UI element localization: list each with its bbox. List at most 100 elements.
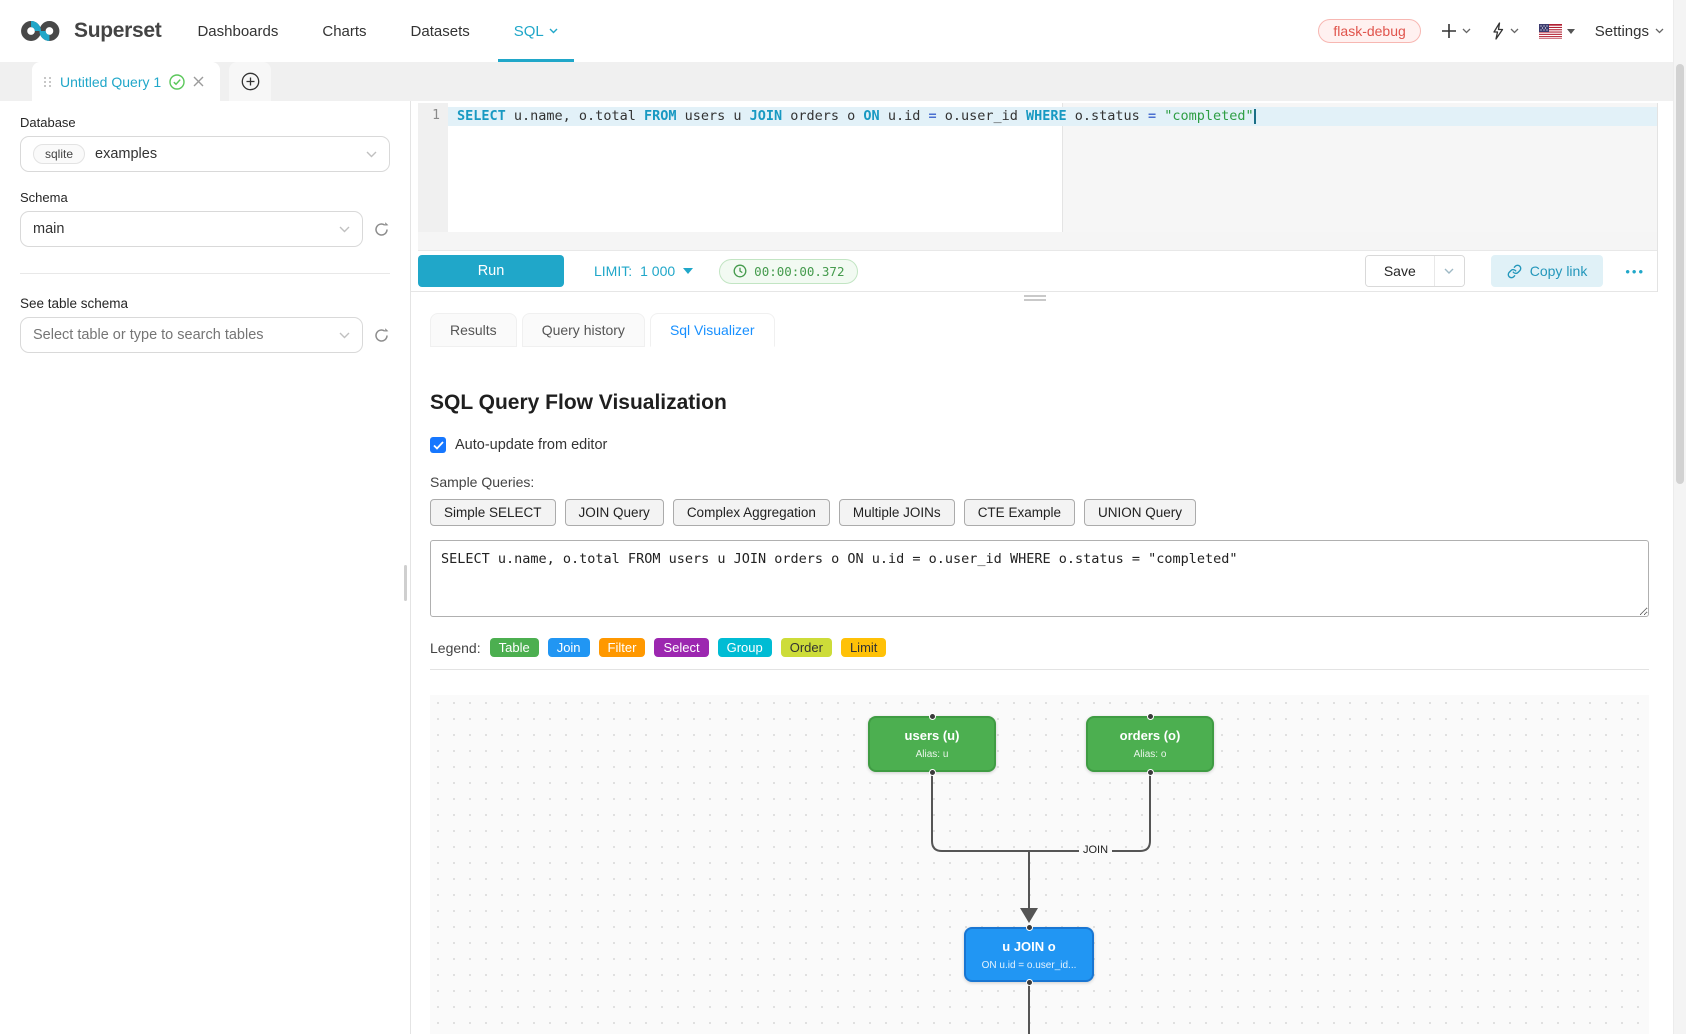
nav-dashboards[interactable]: Dashboards: [197, 22, 279, 40]
save-options-button[interactable]: [1433, 256, 1464, 286]
south-pane-drag-handle[interactable]: [1023, 295, 1046, 303]
nav-charts[interactable]: Charts: [322, 22, 367, 40]
node-handle[interactable]: [929, 713, 936, 720]
node-handle[interactable]: [1026, 924, 1033, 931]
settings-menu[interactable]: Settings: [1595, 23, 1664, 40]
save-button[interactable]: Save: [1365, 256, 1434, 286]
node-handle[interactable]: [929, 769, 936, 776]
database-value: examples: [95, 146, 158, 162]
top-navbar: Superset Dashboards Charts Datasets SQL …: [0, 0, 1686, 62]
drag-dots-icon[interactable]: [44, 76, 52, 87]
clock-icon: [733, 264, 747, 278]
chevron-down-icon: [1655, 28, 1664, 34]
query-flow-canvas[interactable]: JOIN users (u) Alias: u orders (o) Alias…: [430, 695, 1649, 1034]
sample-join-query[interactable]: JOIN Query: [564, 499, 664, 526]
chevron-down-icon: [366, 151, 377, 157]
flow-node-users[interactable]: users (u) Alias: u: [868, 716, 996, 772]
visualizer-title: SQL Query Flow Visualization: [430, 391, 727, 414]
editor-toolbar: Run LIMIT:1 000 00:00:00.372 Save: [411, 251, 1657, 292]
copy-link-button[interactable]: Copy link: [1490, 255, 1604, 287]
sample-multiple-joins[interactable]: Multiple JOINs: [838, 499, 955, 526]
page-scrollbar[interactable]: [1673, 0, 1686, 1034]
query-tab-active[interactable]: Untitled Query 1: [32, 62, 220, 101]
sample-cte-example[interactable]: CTE Example: [963, 499, 1075, 526]
legend-chip-join: Join: [547, 638, 590, 657]
database-label: Database: [20, 115, 76, 130]
nav-sql[interactable]: SQL: [497, 0, 574, 62]
result-tabs: Results Query history Sql Visualizer: [430, 313, 1649, 347]
flow-node-join[interactable]: u JOIN o ON u.id = o.user_id...: [964, 927, 1094, 982]
south-pane: Results Query history Sql Visualizer SQL…: [411, 313, 1658, 1034]
superset-brand[interactable]: Superset: [18, 16, 162, 46]
check-icon: [432, 440, 444, 450]
run-query-button[interactable]: Run: [418, 255, 564, 287]
us-flag-icon: [1538, 23, 1562, 39]
text-cursor: [1253, 109, 1256, 124]
refresh-schema-icon[interactable]: [373, 221, 390, 238]
print-margin-line: [1062, 103, 1063, 232]
save-split-button: Save: [1364, 255, 1465, 287]
link-icon: [1507, 264, 1522, 278]
legend-chip-select: Select: [654, 638, 709, 657]
environment-badge: flask-debug: [1318, 19, 1421, 43]
editor-gutter: 1: [418, 103, 448, 232]
sample-union-query[interactable]: UNION Query: [1083, 499, 1196, 526]
caret-down-icon: [683, 268, 694, 274]
new-item-button[interactable]: [1441, 23, 1471, 39]
visualizer-query-textarea[interactable]: SELECT u.name, o.total FROM users u JOIN…: [430, 540, 1649, 617]
tab-results[interactable]: Results: [430, 313, 517, 347]
superset-logo-icon: [18, 16, 64, 46]
chevron-down-icon: [1444, 268, 1454, 274]
plus-icon: [1441, 24, 1456, 38]
close-tab-icon[interactable]: [193, 76, 204, 87]
sqllab-main-pane: 1 SELECT u.name, o.total FROM users u JO…: [410, 101, 1658, 1034]
legend-chip-table: Table: [489, 638, 539, 657]
caret-down-icon: [1566, 28, 1575, 34]
chevron-down-icon: [1462, 28, 1471, 34]
nav-datasets[interactable]: Datasets: [410, 22, 470, 40]
legend-chip-limit: Limit: [840, 638, 887, 657]
chevron-down-icon: [549, 28, 558, 34]
table-select[interactable]: [20, 317, 363, 353]
query-tabstrip: Untitled Query 1: [0, 62, 1686, 101]
sql-code-editor[interactable]: 1 SELECT u.name, o.total FROM users u JO…: [418, 103, 1657, 232]
scrollbar-thumb[interactable]: [1676, 64, 1684, 484]
alerts-button[interactable]: [1491, 22, 1519, 40]
new-query-tab-button[interactable]: [229, 62, 271, 101]
table-search-input[interactable]: [33, 327, 339, 343]
query-timer-badge: 00:00:00.372: [719, 258, 859, 284]
table-schema-label: See table schema: [20, 296, 129, 311]
sql-code-line: SELECT u.name, o.total FROM users u JOIN…: [457, 108, 1256, 124]
auto-update-label: Auto-update from editor: [455, 437, 608, 453]
tab-sql-visualizer[interactable]: Sql Visualizer: [649, 313, 775, 347]
join-edge-label: JOIN: [1079, 843, 1113, 857]
header-right: flask-debug Settings: [1318, 19, 1664, 43]
database-select[interactable]: sqlite examples: [20, 136, 390, 172]
node-handle[interactable]: [1147, 713, 1154, 720]
sidebar-resize-handle[interactable]: [404, 565, 407, 601]
legend-chip-group: Group: [717, 638, 772, 657]
tab-plus-icon: [241, 72, 259, 91]
main-nav: Dashboards Charts Datasets SQL: [197, 0, 574, 62]
schema-value: main: [33, 221, 65, 237]
legend-chip-order: Order: [780, 638, 832, 657]
chevron-down-icon: [339, 226, 350, 232]
flow-node-orders[interactable]: orders (o) Alias: o: [1086, 716, 1214, 772]
schema-select[interactable]: main: [20, 211, 363, 247]
more-actions-button[interactable]: •••: [1625, 263, 1645, 279]
sample-simple-select[interactable]: Simple SELECT: [430, 499, 556, 526]
sample-complex-aggregation[interactable]: Complex Aggregation: [672, 499, 830, 526]
limit-dropdown[interactable]: LIMIT:1 000: [594, 263, 694, 279]
editor-bottom-gap: [418, 232, 1657, 251]
sample-query-buttons: Simple SELECT JOIN Query Complex Aggrega…: [430, 499, 1649, 526]
auto-update-checkbox[interactable]: [430, 437, 446, 453]
sidebar-divider: [20, 273, 390, 274]
sqllab-sidebar: Database sqlite examples Schema main See…: [0, 101, 406, 1034]
node-handle[interactable]: [1026, 979, 1033, 986]
node-handle[interactable]: [1147, 769, 1154, 776]
language-selector[interactable]: [1538, 23, 1575, 39]
tab-query-history[interactable]: Query history: [521, 313, 645, 347]
refresh-tables-icon[interactable]: [373, 327, 390, 344]
schema-label: Schema: [20, 190, 68, 205]
